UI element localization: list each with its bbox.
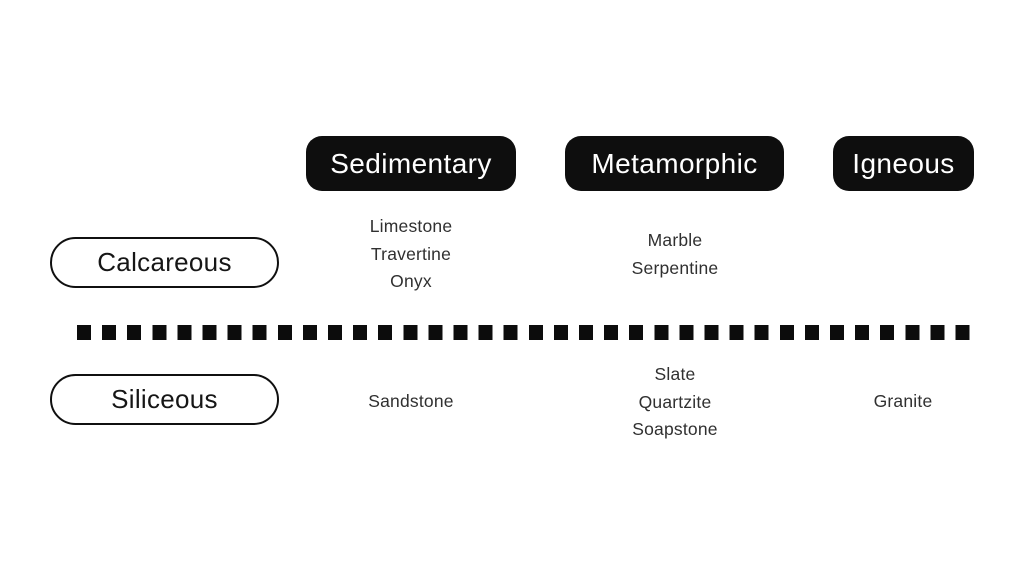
stone-name: Travertine <box>370 243 452 264</box>
cell-siliceous-igneous: Granite <box>793 388 1013 416</box>
stone-name: Onyx <box>390 271 432 291</box>
cell-calcareous-sedimentary: Limestone Travertine Onyx <box>301 213 521 296</box>
row-header-calcareous: Calcareous <box>50 237 279 288</box>
stone-name: Slate <box>654 364 696 384</box>
stone-name: Serpentine <box>631 257 719 278</box>
column-header-label: Metamorphic <box>591 147 758 179</box>
stone-name: Quartzite <box>638 391 712 412</box>
cell-siliceous-metamorphic: Slate Quartzite Soapstone <box>565 361 785 444</box>
cell-siliceous-sedimentary: Sandstone <box>301 388 521 416</box>
cell-calcareous-metamorphic: Marble Serpentine <box>565 227 785 282</box>
column-header-sedimentary: Sedimentary <box>306 136 516 191</box>
stone-name: Limestone <box>369 216 453 236</box>
row-header-label: Siliceous <box>111 384 218 414</box>
column-header-label: Sedimentary <box>330 147 492 179</box>
stone-name: Marble <box>647 230 703 250</box>
stone-name: Soapstone <box>632 419 718 439</box>
column-header-label: Igneous <box>852 147 955 179</box>
row-header-label: Calcareous <box>97 247 232 277</box>
column-header-metamorphic: Metamorphic <box>565 136 784 191</box>
row-divider-dashed-line <box>77 325 971 340</box>
column-header-igneous: Igneous <box>833 136 974 191</box>
row-header-siliceous: Siliceous <box>50 374 279 425</box>
stone-name: Granite <box>873 391 933 411</box>
stone-name: Sandstone <box>368 391 454 411</box>
